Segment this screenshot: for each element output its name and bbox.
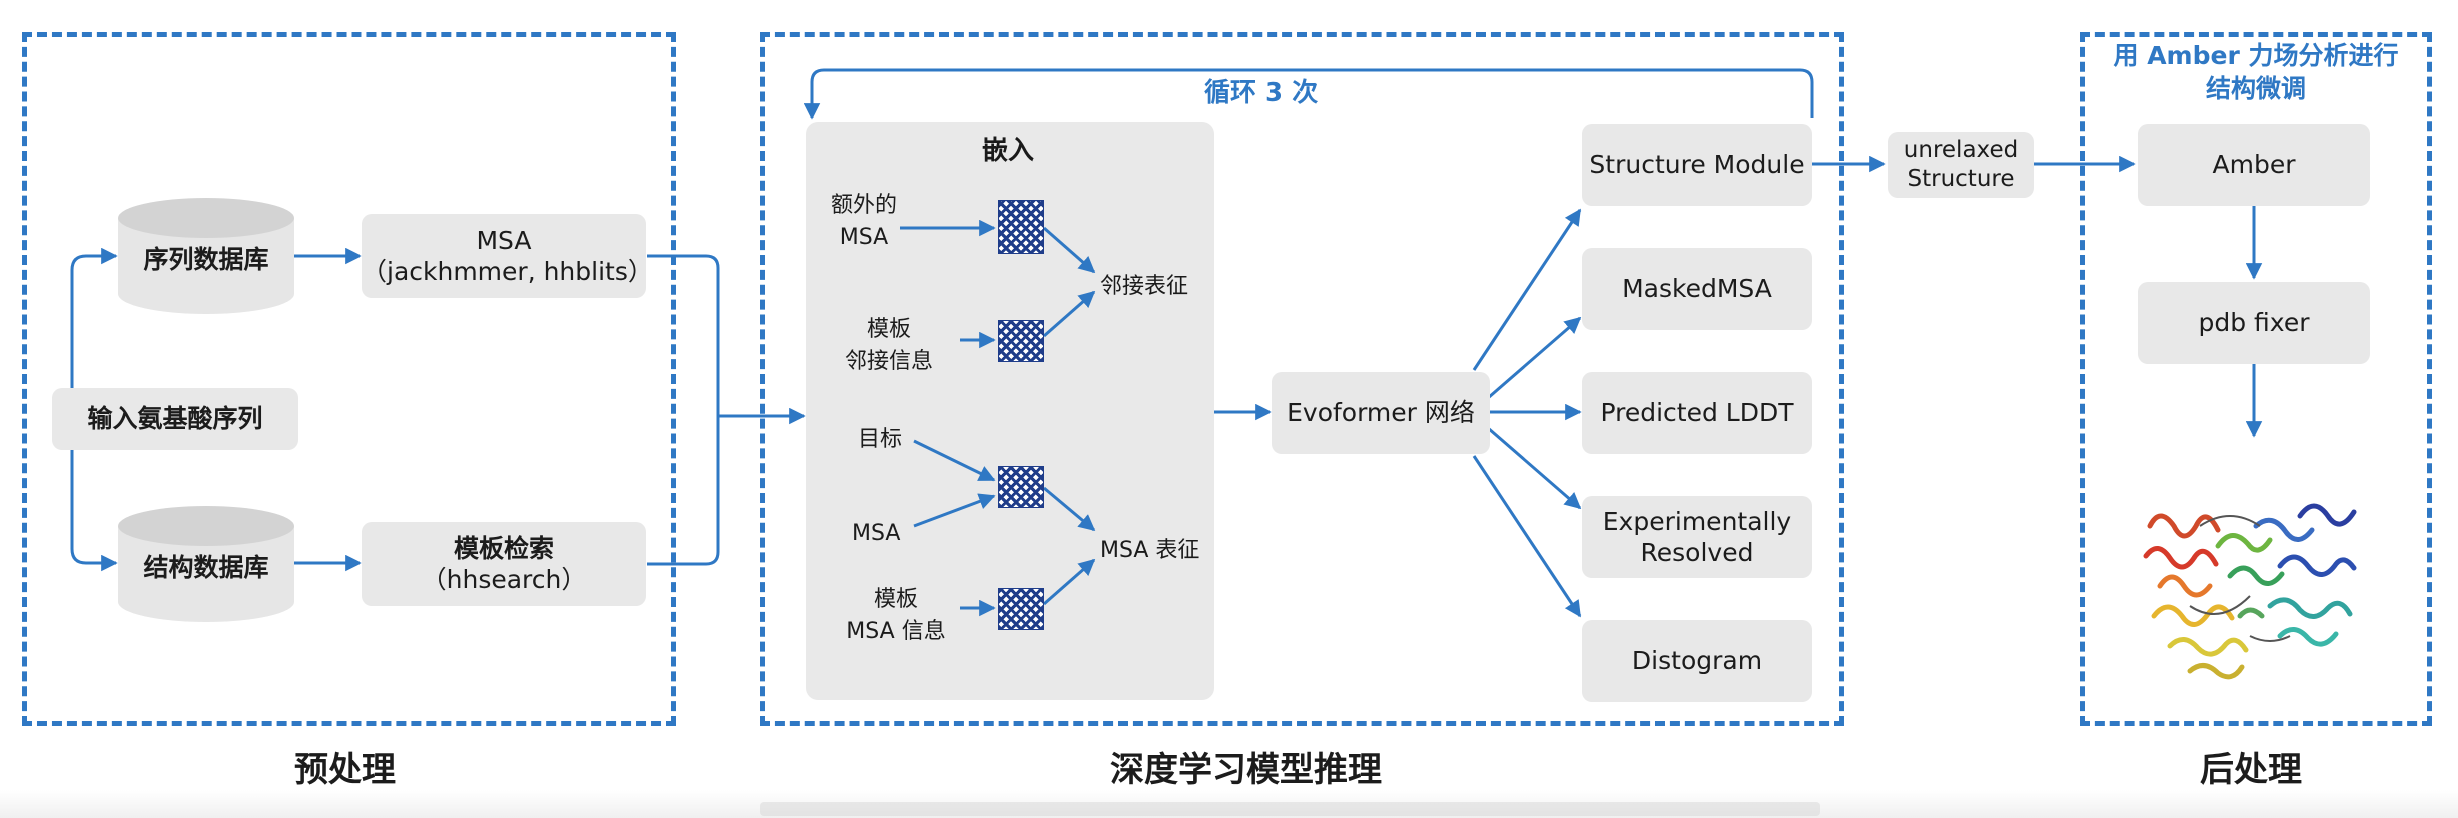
- sequence-database: 序列数据库: [118, 198, 294, 314]
- structure-module-box: Structure Module: [1582, 124, 1812, 206]
- template-pair-label: 模板 邻接信息: [824, 314, 954, 378]
- extra-msa-label: 额外的 MSA: [824, 190, 904, 254]
- evoformer-box: Evoformer 网络: [1272, 372, 1490, 454]
- postprocess-title: 后处理: [2200, 750, 2302, 790]
- template-search-title: 模板检索: [453, 533, 554, 563]
- unrelaxed-structure-box: unrelaxed Structure: [1888, 132, 2034, 198]
- input-sequence-label: 输入氨基酸序列: [87, 404, 263, 434]
- predicted-lddt-label: Predicted LDDT: [1600, 398, 1794, 428]
- input-sequence-box: 输入氨基酸序列: [52, 388, 298, 450]
- template-msa-line1: 模板: [873, 587, 918, 612]
- experimentally-resolved-box: Experimentally Resolved: [1582, 496, 1812, 578]
- template-msa-label: 模板 MSA 信息: [832, 584, 960, 648]
- msa-input-label: MSA: [852, 521, 901, 546]
- postprocess-frame: [2080, 32, 2432, 726]
- amber-box: Amber: [2138, 124, 2370, 206]
- inference-frame: [760, 32, 1844, 726]
- target-msa-grid-icon: [998, 466, 1044, 508]
- preprocess-frame: [22, 32, 676, 726]
- structure-module-label: Structure Module: [1589, 150, 1805, 180]
- experimentally-resolved-line1: Experimentally: [1602, 506, 1792, 536]
- masked-msa-label: MaskedMSA: [1622, 274, 1772, 304]
- msa-search-title: MSA: [476, 225, 532, 255]
- pdb-fixer-box: pdb fixer: [2138, 282, 2370, 364]
- inference-title: 深度学习模型推理: [1110, 750, 1382, 790]
- recycle-label: 循环 3 次: [1204, 78, 1319, 108]
- pdb-fixer-label: pdb fixer: [2198, 308, 2310, 338]
- template-search-tool: （hhsearch）: [421, 565, 587, 594]
- masked-msa-box: MaskedMSA: [1582, 248, 1812, 330]
- postprocess-note-line2: 结构微调: [2205, 73, 2306, 103]
- unrelaxed-line2: Structure: [1907, 166, 2015, 192]
- msa-representation-label: MSA 表征: [1100, 538, 1200, 563]
- template-pair-line2: 邻接信息: [844, 348, 933, 374]
- extra-msa-line1: 额外的: [830, 193, 897, 218]
- experimentally-resolved-line2: Resolved: [1640, 538, 1754, 567]
- pair-representation-label: 邻接表征: [1100, 274, 1189, 299]
- embedding-title: 嵌入: [982, 136, 1035, 166]
- structure-database: 结构数据库: [118, 506, 294, 622]
- template-search-box: 模板检索 （hhsearch）: [362, 522, 646, 606]
- postprocess-note: 用 Amber 力场分析进行 结构微调: [2096, 40, 2416, 105]
- distogram-label: Distogram: [1631, 646, 1763, 676]
- unrelaxed-line1: unrelaxed: [1903, 137, 2019, 164]
- msa-search-tools: （jackhmmer, hhblits）: [362, 257, 653, 286]
- extra-msa-line2: MSA: [839, 224, 889, 250]
- distogram-box: Distogram: [1582, 620, 1812, 702]
- template-pair-grid-icon: [998, 320, 1044, 362]
- predicted-lddt-box: Predicted LDDT: [1582, 372, 1812, 454]
- msa-search-box: MSA （jackhmmer, hhblits）: [362, 214, 653, 298]
- evoformer-label: Evoformer 网络: [1287, 398, 1475, 428]
- cropped-caption-remnant: [760, 802, 1820, 816]
- structure-database-label: 结构数据库: [143, 553, 269, 582]
- postprocess-note-line1: 用 Amber 力场分析进行: [2113, 41, 2399, 70]
- target-label: 目标: [858, 427, 903, 452]
- template-msa-line2: MSA 信息: [846, 618, 946, 644]
- sequence-database-label: 序列数据库: [143, 245, 269, 274]
- extra-msa-grid-icon: [998, 200, 1044, 254]
- preprocess-title: 预处理: [294, 750, 396, 790]
- protein-structure-image: [2143, 503, 2357, 680]
- template-msa-grid-icon: [998, 588, 1044, 630]
- amber-label: Amber: [2212, 150, 2296, 180]
- template-pair-line1: 模板: [866, 317, 911, 342]
